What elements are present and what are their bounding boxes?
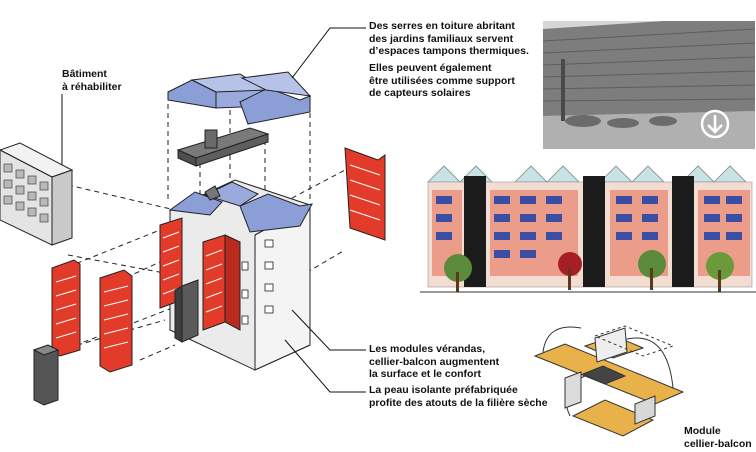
detached-grey-module	[32, 344, 60, 406]
down-arrow-icon[interactable]	[700, 109, 730, 139]
rooftop-greenhouses	[167, 71, 312, 125]
label-insulating-skin: La peau isolante préfabriquée profite de…	[369, 384, 548, 409]
detached-red-modules	[51, 147, 386, 373]
leader-lines	[61, 27, 366, 393]
exploded-building-diagram	[0, 27, 386, 406]
label-building-to-rehabilitate: Bâtiment à réhabiliter	[62, 68, 122, 93]
main-building	[159, 179, 313, 371]
label-veranda-modules: Les modules vérandas, cellier-balcon aug…	[369, 343, 500, 380]
module-cellier-balcon-diagram	[533, 325, 685, 437]
label-module-cellier-balcon: Module cellier-balcon	[684, 425, 752, 450]
existing-building	[0, 142, 74, 246]
facade-elevation	[420, 160, 756, 303]
label-solar-support: Elles peuvent également être utilisées c…	[369, 62, 515, 99]
label-greenhouses: Des serres en toiture abritant des jardi…	[369, 20, 529, 57]
street-photo	[543, 21, 755, 149]
roof-slab	[176, 127, 270, 167]
